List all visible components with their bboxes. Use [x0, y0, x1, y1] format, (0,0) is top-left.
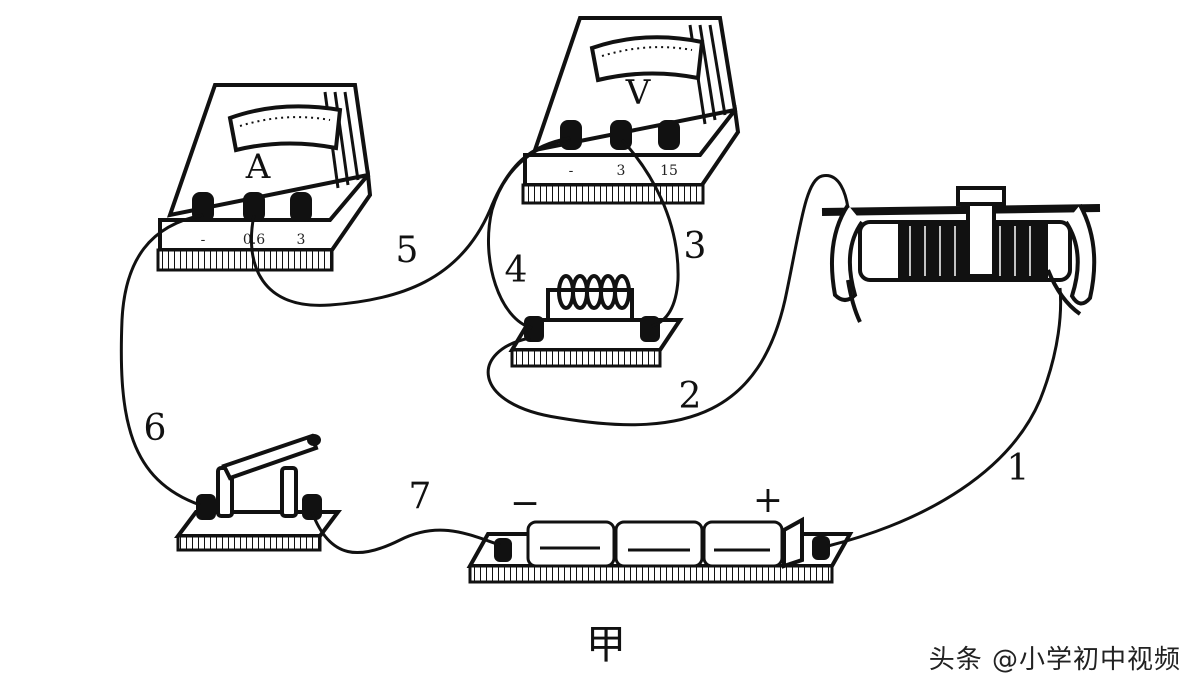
- ammeter-letter: A: [245, 147, 271, 187]
- wire-label-3: 3: [684, 226, 707, 267]
- wire-5: [249, 136, 571, 307]
- voltmeter-terminal-15: 15: [660, 163, 678, 179]
- figure-caption: 甲: [586, 622, 626, 668]
- battery-minus-label: −: [510, 483, 540, 524]
- wires: [119, 136, 1063, 555]
- wire-3: [620, 138, 680, 328]
- ammeter-terminal-3: 3: [297, 232, 306, 248]
- wire-6: [119, 213, 204, 507]
- ammeter-terminal-neg: -: [201, 232, 206, 248]
- wire-label-4: 4: [505, 250, 528, 291]
- wire-label-7: 7: [409, 476, 432, 517]
- switch: [174, 433, 342, 552]
- battery-pack: − +: [466, 480, 854, 584]
- wire-label-1: 1: [1007, 448, 1030, 489]
- ammeter: A - 0.6 3: [156, 83, 373, 272]
- ammeter-terminal-0.6: 0.6: [243, 232, 265, 248]
- battery-plus-label: +: [753, 480, 783, 521]
- rheostat: [821, 186, 1101, 323]
- voltmeter-terminal-3: 3: [617, 163, 626, 179]
- wire-2: [486, 174, 850, 427]
- wire-label-5: 5: [396, 230, 419, 271]
- resistor: [508, 274, 684, 368]
- wire-7: [310, 511, 501, 555]
- wire-label-6: 6: [144, 408, 167, 449]
- voltmeter: V - 3 15: [521, 16, 741, 205]
- wire-label-2: 2: [679, 376, 702, 417]
- voltmeter-letter: V: [625, 73, 652, 113]
- wire-1: [827, 287, 1063, 548]
- voltmeter-terminal-neg: -: [569, 163, 574, 179]
- watermark: 头条 @小学初中视频: [928, 645, 1181, 675]
